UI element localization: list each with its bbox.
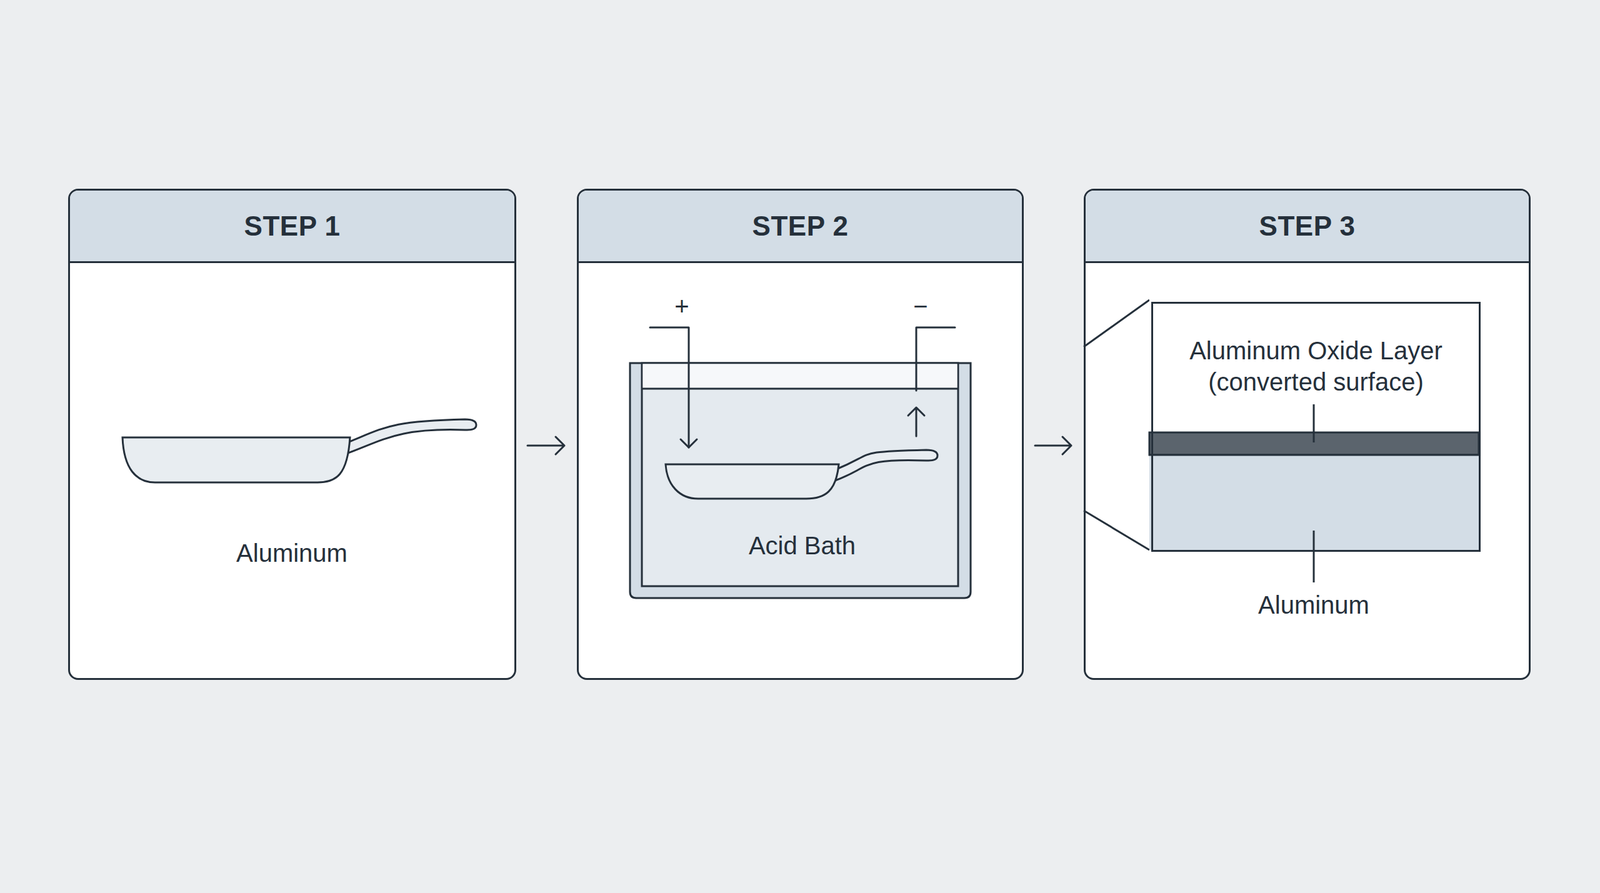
terminal-sign: − bbox=[913, 291, 928, 322]
current-arrow bbox=[680, 439, 697, 448]
label-anchor: + bbox=[674, 291, 689, 322]
cross-section-block: Aluminum Oxide Layer (converted surface) bbox=[1151, 301, 1481, 552]
panel-header: STEP 3 bbox=[1085, 190, 1529, 264]
label-anchor: − bbox=[913, 291, 928, 322]
step-heading: STEP 2 bbox=[752, 210, 849, 242]
label-anchor: Aluminum bbox=[1258, 590, 1370, 620]
node-label: Acid Bath bbox=[748, 530, 856, 562]
leader-line bbox=[1313, 404, 1315, 443]
section-fill bbox=[1149, 300, 1479, 550]
step-arrow bbox=[527, 436, 565, 455]
pan-handle bbox=[346, 419, 477, 454]
leader-line bbox=[1313, 530, 1315, 583]
step-panel: STEP 2 Acid Bath bbox=[576, 188, 1024, 680]
step-arrow bbox=[1035, 436, 1072, 455]
perspective-line bbox=[1083, 510, 1150, 550]
current-arrow bbox=[908, 407, 925, 437]
node-label: Aluminum Oxide Layer (converted surface) bbox=[1169, 335, 1464, 398]
step-panel: STEP 1 bbox=[68, 188, 517, 680]
material-label: Aluminum bbox=[236, 538, 348, 569]
perspective-line bbox=[1083, 300, 1150, 347]
anode-wire bbox=[650, 327, 689, 448]
label-anchor: Aluminum bbox=[236, 538, 348, 569]
cathode-wire bbox=[916, 327, 955, 391]
electrode-wires bbox=[650, 327, 955, 448]
layer-boundary bbox=[1149, 454, 1479, 457]
pan-handle bbox=[835, 450, 938, 481]
panel-header: STEP 2 bbox=[578, 190, 1022, 264]
material-label: Aluminum bbox=[1258, 590, 1370, 620]
pan-drawings bbox=[122, 419, 477, 483]
panel-fill bbox=[1084, 189, 1530, 680]
panel-fill bbox=[68, 189, 516, 680]
tank-outer bbox=[630, 363, 971, 599]
panel-header: STEP 1 bbox=[70, 190, 515, 264]
tank-headspace bbox=[643, 364, 958, 389]
pan-in-bath bbox=[665, 450, 938, 499]
terminal-sign: + bbox=[674, 291, 689, 322]
pan-body bbox=[122, 437, 350, 483]
pan-body bbox=[665, 464, 839, 499]
panel-fill bbox=[577, 189, 1024, 680]
step-heading: STEP 3 bbox=[1259, 210, 1356, 242]
acid-bath-tank: Acid Bath bbox=[631, 365, 973, 600]
step-heading: STEP 1 bbox=[244, 210, 341, 242]
